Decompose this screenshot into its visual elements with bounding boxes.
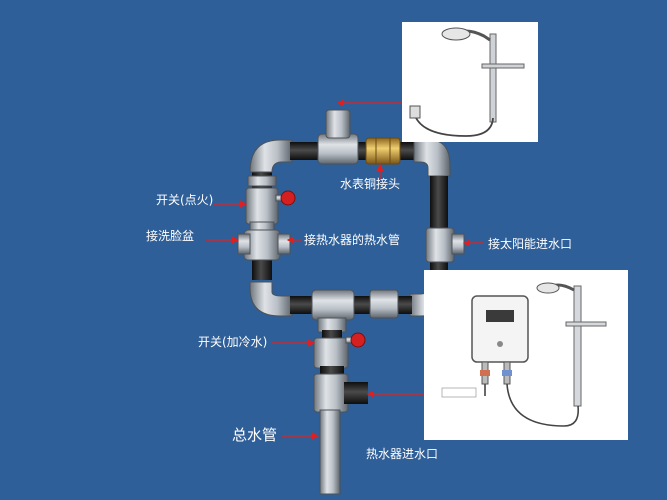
main-down-pipe	[313, 317, 368, 495]
brass-meter-joint	[365, 137, 401, 165]
label-meter-copper-joint: 水表铜接头	[340, 177, 401, 191]
label-main-pipe: 总水管	[232, 426, 278, 444]
water-heater-icon	[441, 282, 607, 427]
label-washbasin: 接洗脸盆	[146, 229, 195, 243]
top-pipe	[290, 109, 451, 177]
shower-head-icon	[409, 27, 525, 137]
ignition-switch-valve	[245, 187, 296, 231]
bottom-pipe	[290, 289, 412, 321]
label-hot-water-pipe: 接热水器的热水管	[304, 233, 401, 247]
label-solar-inlet: 接太阳能进水口	[488, 237, 573, 251]
label-switch-cold-water: 开关(加冷水)	[198, 335, 268, 349]
label-switch-ignition: 开关(点火)	[156, 193, 214, 207]
leader-arrows	[206, 99, 484, 440]
washbasin-tee	[237, 229, 291, 261]
label-heater-inlet: 热水器进水口	[366, 447, 439, 461]
cold-water-switch-valve	[313, 337, 349, 369]
shower-illustration-panel	[402, 22, 538, 142]
water-heater-illustration-panel	[424, 270, 628, 440]
